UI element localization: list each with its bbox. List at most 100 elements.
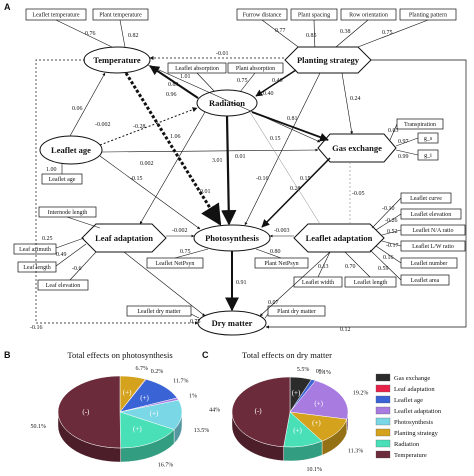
- indicator-leaf-elevation: Leaf elevation: [37, 279, 89, 291]
- svg-text:Dry matter: Dry matter: [212, 318, 253, 328]
- svg-text:0.13: 0.13: [318, 264, 329, 270]
- indicator-leaflet-dry-matter: Leaflet dry matter: [126, 305, 192, 317]
- svg-text:0.75: 0.75: [237, 78, 248, 84]
- legend-label-7: Temperature: [394, 452, 427, 459]
- pie-c-slice-3: [289, 380, 349, 420]
- svg-text:Leaflet length: Leaflet length: [354, 279, 387, 286]
- svg-text:1.00: 1.00: [46, 167, 57, 173]
- svg-text:0.25: 0.25: [42, 236, 53, 242]
- svg-text:0.75: 0.75: [382, 30, 393, 36]
- svg-text:0.97: 0.97: [398, 139, 409, 145]
- indicator-leaflet-absorption: Leaflet absorption: [167, 62, 227, 74]
- svg-text:-0.15: -0.15: [130, 176, 143, 182]
- pie-c-sign-6: (-): [255, 407, 263, 415]
- svg-text:-0.002: -0.002: [95, 122, 111, 128]
- svg-text:Leaflet dry matter: Leaflet dry matter: [137, 308, 180, 315]
- svg-text:0.01: 0.01: [200, 189, 211, 195]
- svg-text:Leaflet N/A ratio: Leaflet N/A ratio: [413, 227, 454, 234]
- svg-text:0.85: 0.85: [306, 33, 317, 39]
- svg-text:-0.002: -0.002: [172, 228, 188, 234]
- svg-text:-0.16: -0.16: [256, 176, 269, 182]
- legend-label-3: Leaflet adaptation: [394, 408, 442, 415]
- svg-text:Leaflet absorption: Leaflet absorption: [175, 65, 219, 72]
- svg-text:Leaflet L/W ratio: Leaflet L/W ratio: [412, 243, 454, 250]
- svg-text:-0.6: -0.6: [72, 266, 82, 272]
- pie-b-slices: (+)(+)(+)(+)(-)6.7%0.2%11.7%1%13.5%16.7%…: [31, 366, 210, 469]
- svg-text:Planting strategy: Planting strategy: [297, 55, 360, 65]
- pie-c-sign-5: (+): [293, 427, 302, 435]
- svg-text:0.81: 0.81: [287, 116, 298, 122]
- svg-text:-0.05: -0.05: [352, 191, 365, 197]
- svg-text:0.15: 0.15: [270, 136, 281, 142]
- svg-text:0.76: 0.76: [85, 31, 96, 37]
- pie-c-title: Total effects on dry matter: [242, 350, 332, 360]
- svg-text:-0.10: -0.10: [382, 206, 395, 212]
- pie-c-sign-0: (+): [292, 389, 301, 397]
- pie-b-pct-label-3: 1%: [189, 394, 197, 400]
- pie-b-slice-5: [119, 411, 175, 449]
- legend-swatch-5: [375, 428, 391, 437]
- svg-text:0.75: 0.75: [180, 249, 191, 255]
- svg-text:0.91: 0.91: [236, 280, 247, 286]
- pie-b-sign-2: (+): [140, 394, 149, 402]
- pie-b-pct-label-6: 50.1%: [31, 424, 47, 430]
- node-radiation: Radiation: [196, 89, 258, 117]
- svg-text:0.40: 0.40: [263, 91, 274, 97]
- node-gas-exchange: Gas exchange: [317, 133, 397, 163]
- legend-label-4: Photosynthesis: [394, 419, 433, 426]
- pie-b-sign-5: (+): [133, 425, 142, 433]
- indicator-leaflet-elevation: Leaflet elevation: [400, 208, 462, 220]
- svg-text:Leaflet NetPsyn: Leaflet NetPsyn: [156, 260, 195, 267]
- svg-text:Leaflet adaptation: Leaflet adaptation: [306, 233, 373, 243]
- svg-text:0.06: 0.06: [72, 106, 83, 112]
- pie-b-pct-label-0: 6.7%: [135, 366, 148, 372]
- indicator-row-orientation: Row orientation: [340, 8, 397, 21]
- pie-c-pct-label-6: 44%: [209, 408, 220, 414]
- svg-text:0.38: 0.38: [340, 29, 351, 35]
- svg-text:Leaflet width: Leaflet width: [302, 279, 334, 286]
- svg-text:Gas exchange: Gas exchange: [332, 143, 382, 153]
- indicator-leaflet-number: Leaflet number: [400, 257, 458, 269]
- svg-text:g_s: g_s: [424, 136, 433, 142]
- legend-swatch-6: [375, 439, 391, 448]
- pie-chart-b: B Total effects on photosynthesis (+)(+)…: [4, 350, 209, 469]
- pie-c-pct-label-4: 11.3%: [348, 449, 363, 455]
- svg-text:-0.17: -0.17: [386, 243, 399, 249]
- pie-c-pct-label-1: 0%: [316, 369, 324, 375]
- pie-c-sign-4: (+): [312, 419, 321, 427]
- indicator-gi: g_i: [417, 149, 439, 161]
- svg-text:0.03: 0.03: [388, 128, 399, 134]
- pie-c-pct-label-0: 5.5%: [297, 367, 310, 373]
- svg-text:1.01: 1.01: [180, 74, 191, 80]
- pie-b-pct-label-5: 16.7%: [158, 463, 174, 469]
- legend-swatch-1: [375, 384, 391, 393]
- svg-text:0.46: 0.46: [272, 78, 283, 84]
- svg-text:0.59: 0.59: [378, 266, 389, 272]
- legend-swatch-2: [375, 395, 391, 404]
- legend-label-1: Leaf adaptation: [394, 386, 435, 393]
- svg-text:Leaf azimuth: Leaf azimuth: [19, 246, 51, 253]
- svg-text:0.96: 0.96: [166, 92, 177, 98]
- pie-b-slice-6: [57, 375, 121, 449]
- indicator-leaflet-length: Leaflet length: [344, 276, 397, 288]
- svg-text:Plant temperature: Plant temperature: [99, 13, 142, 19]
- svg-text:0.01: 0.01: [235, 154, 246, 160]
- svg-text:Plant spacing: Plant spacing: [298, 13, 330, 19]
- node-leaf-adaptation: Leaf adaptation: [81, 223, 167, 253]
- svg-text:0.16: 0.16: [383, 255, 394, 261]
- svg-text:g_i: g_i: [424, 153, 432, 159]
- indicator-leaflet-lw-ratio: Leaflet L/W ratio: [400, 240, 466, 252]
- pie-b-sign-4: (+): [150, 410, 159, 418]
- svg-text:Transpiration: Transpiration: [404, 122, 436, 128]
- svg-text:Leaf adaptation: Leaf adaptation: [95, 233, 153, 243]
- svg-text:0.80: 0.80: [270, 249, 281, 255]
- svg-text:Leaflet area: Leaflet area: [411, 277, 440, 284]
- svg-text:0.83: 0.83: [168, 82, 179, 88]
- svg-text:Plant NetPsyn: Plant NetPsyn: [264, 261, 298, 267]
- indicator-gs: g_s: [417, 132, 439, 144]
- svg-text:0.15: 0.15: [300, 176, 311, 182]
- node-planting-strategy: Planting strategy: [284, 46, 372, 74]
- pie-c-pct-label-5: 10.1%: [306, 467, 322, 473]
- svg-text:0.28: 0.28: [290, 186, 301, 192]
